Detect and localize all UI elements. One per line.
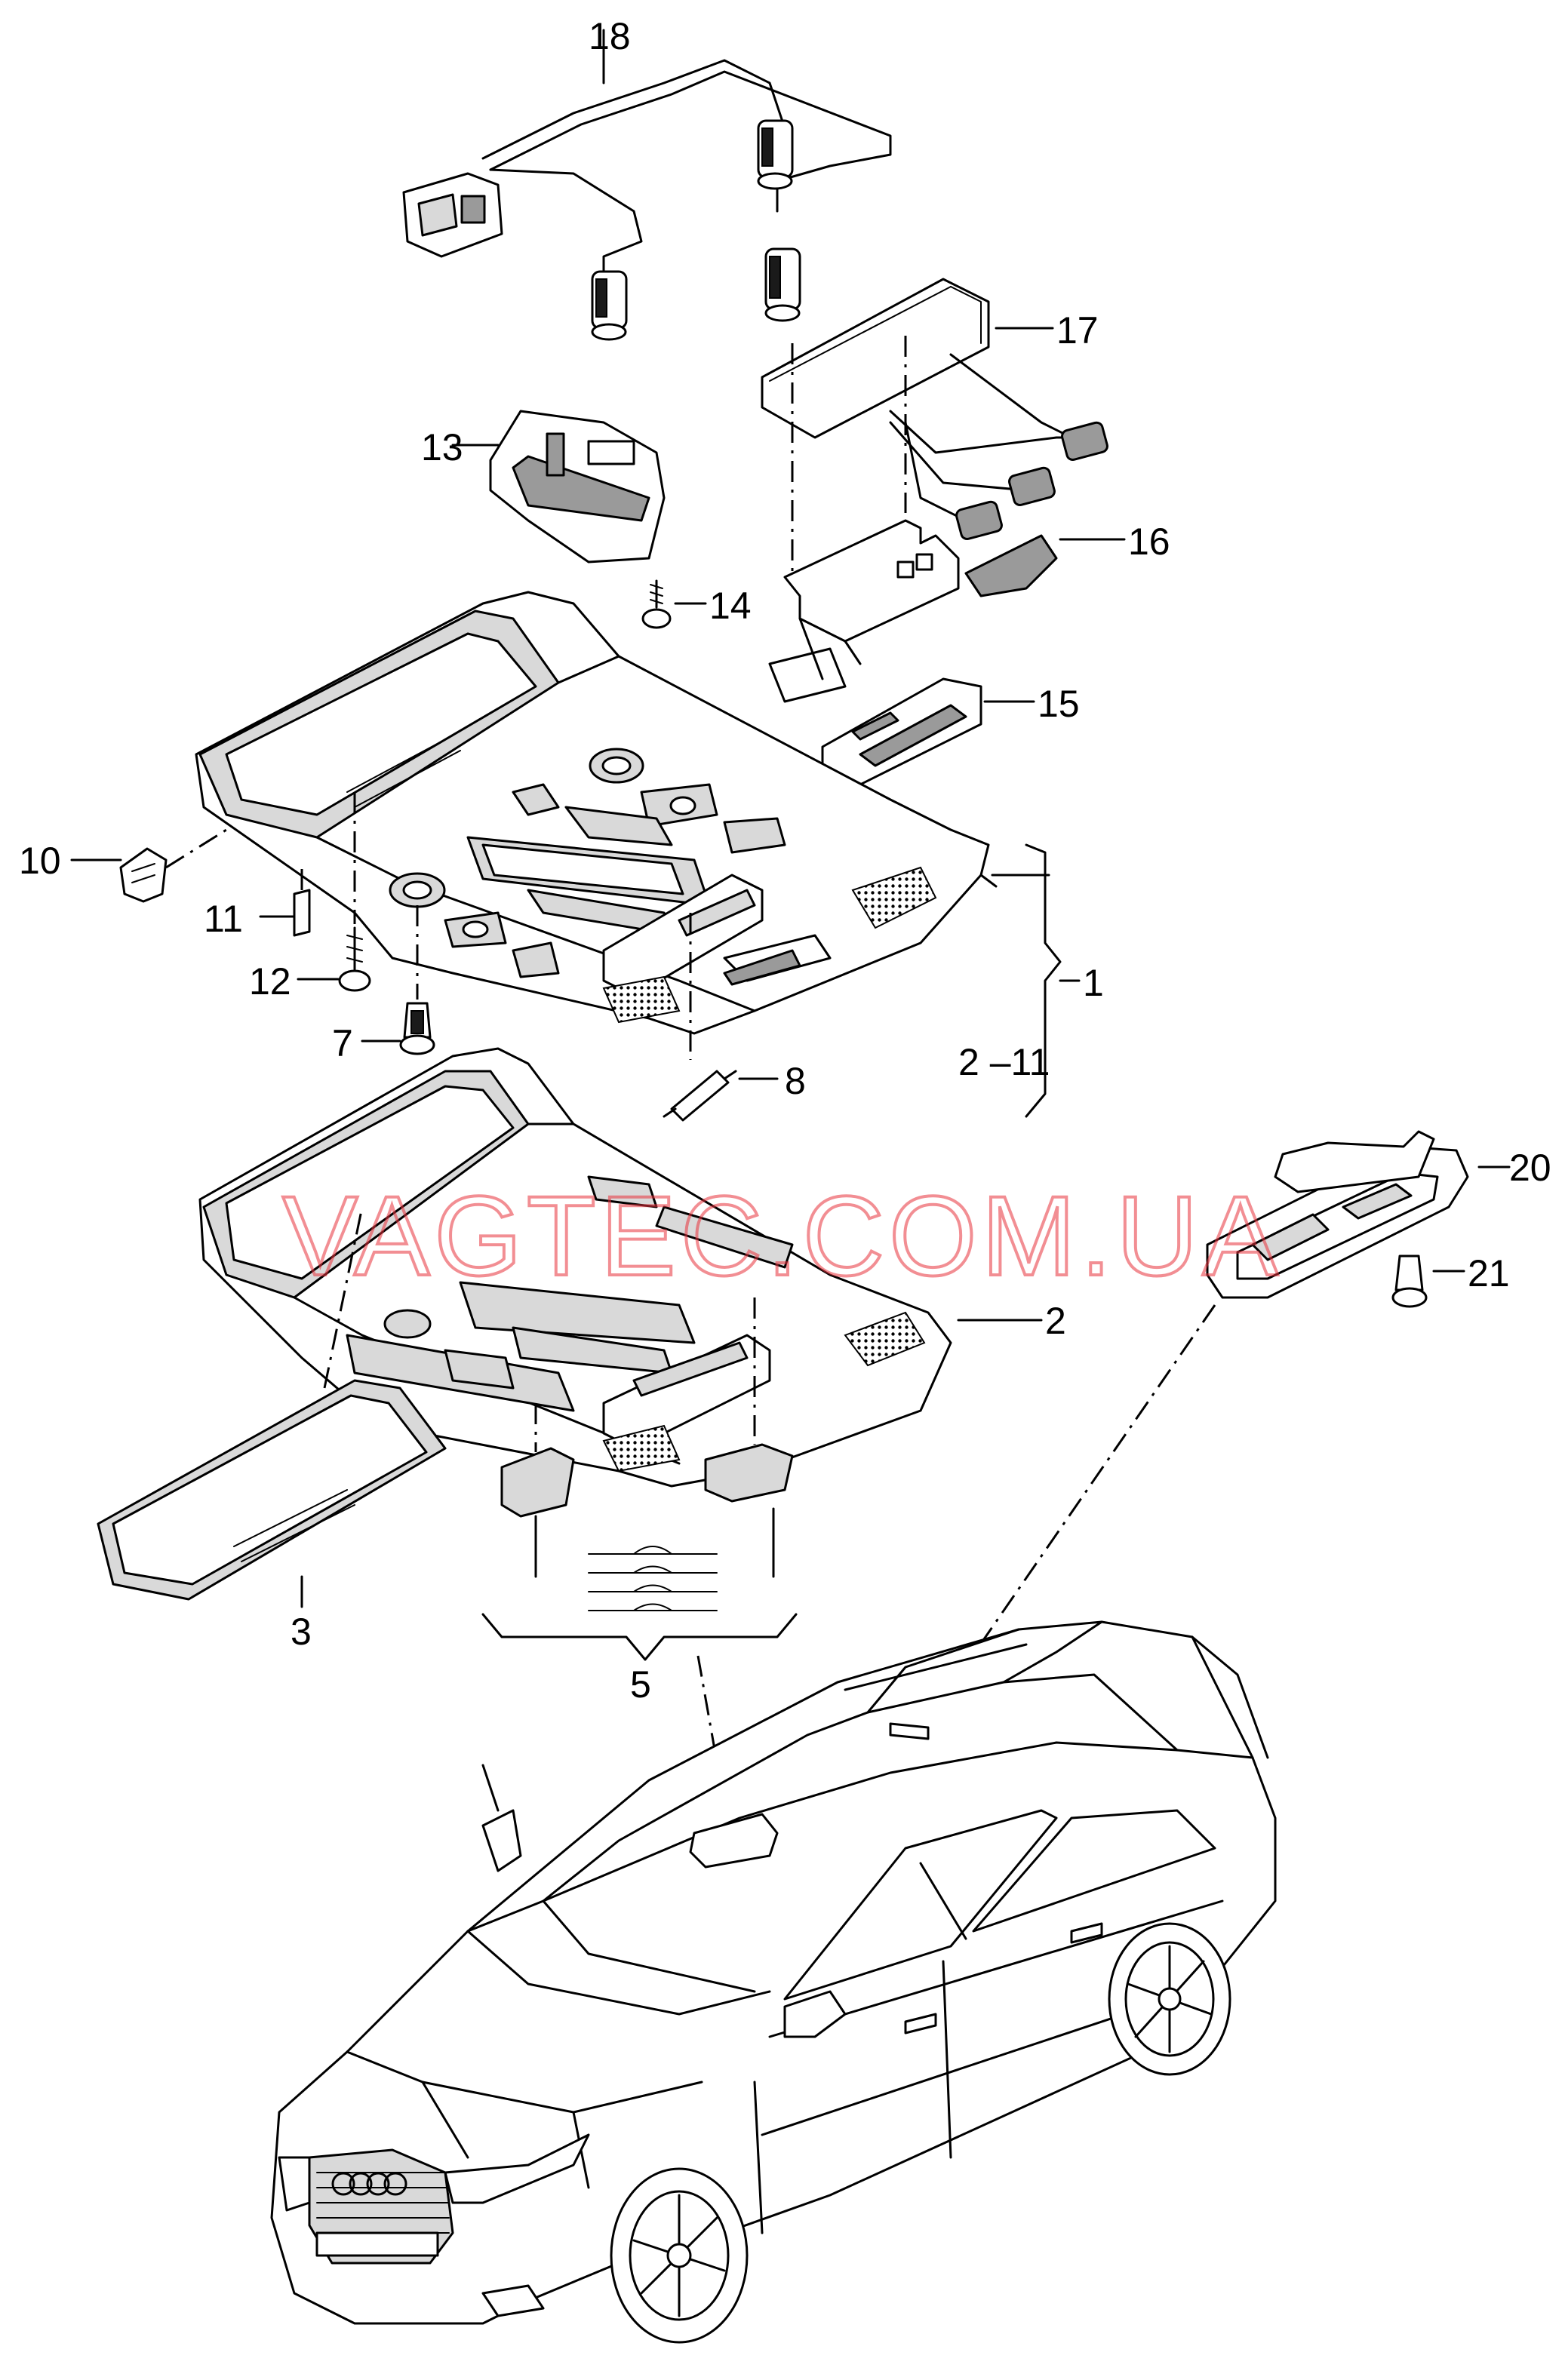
callout-17: 17 xyxy=(1056,309,1099,352)
vehicle-rear-lamp-marker xyxy=(889,1722,930,1740)
control-module-part-17: 17 xyxy=(761,278,1108,541)
console-housing-part-2: 2 xyxy=(198,1047,1066,1488)
callout-1: 1 xyxy=(1083,962,1104,1004)
callout-20: 20 xyxy=(1509,1147,1551,1189)
bracket-group-1: 1 2 –11 xyxy=(958,843,1104,1118)
festoon-bulb-part-8: 8 xyxy=(663,913,806,1122)
callout-15: 15 xyxy=(1038,683,1080,725)
bulb-part-21: 21 xyxy=(1391,1252,1510,1308)
console-buttons-upper xyxy=(512,748,786,854)
callout-8: 8 xyxy=(785,1060,806,1102)
speaker-grille-left xyxy=(602,975,681,1024)
callout-5: 5 xyxy=(630,1663,651,1706)
bulb-socket-b xyxy=(591,270,628,341)
roof-console-assembly xyxy=(195,591,1050,1035)
bulb-socket-c xyxy=(764,247,801,322)
reading-lamp-part-13: 13 xyxy=(421,410,666,564)
callout-13: 13 xyxy=(421,426,463,468)
speaker-grille-part-2-left xyxy=(602,1424,681,1473)
harness-connector xyxy=(402,172,503,258)
callout-14: 14 xyxy=(709,585,752,627)
wiring-harness-part-18: 18 xyxy=(402,15,892,341)
callout-21: 21 xyxy=(1468,1252,1510,1294)
vehicle-roof-console-marker xyxy=(689,1813,779,1869)
pads-part-5: 5 xyxy=(481,1297,798,1706)
clip-part-11: 11 xyxy=(204,868,311,940)
bulb-socket-a xyxy=(757,119,794,190)
callout-12: 12 xyxy=(249,960,291,1003)
bulb-part-7: 7 xyxy=(332,905,435,1064)
front-wheel xyxy=(610,2167,749,2344)
callout-2-11: 2 –11 xyxy=(958,1041,1050,1083)
screw-part-14: 14 xyxy=(641,579,752,629)
callout-16: 16 xyxy=(1128,521,1170,563)
callout-11: 11 xyxy=(204,898,243,940)
speaker-grille-right xyxy=(851,866,937,929)
callout-18: 18 xyxy=(589,15,631,57)
rear-wheel xyxy=(1108,1922,1231,2076)
assembly-line-rear-lamp xyxy=(927,1304,1216,1721)
cover-part-3: 3 xyxy=(97,1206,447,1653)
screw-part-12: 12 xyxy=(249,792,371,1003)
callout-3: 3 xyxy=(291,1611,312,1653)
callout-7: 7 xyxy=(332,1022,353,1064)
bracket-part-16: 16 xyxy=(768,519,1170,703)
emblem-rings xyxy=(331,2172,407,2196)
rear-lamp-part-20: 20 xyxy=(1206,1130,1551,1299)
clip-part-10: 10 xyxy=(19,828,227,903)
callout-10: 10 xyxy=(19,840,61,882)
callout-2: 2 xyxy=(1045,1300,1066,1342)
switch-module-part-15: 15 xyxy=(821,677,1080,786)
speaker-grille-part-2-right xyxy=(844,1311,926,1367)
watermark-text: VAGTEC.COM.UA xyxy=(282,1172,1282,1299)
assembly-line-front-console xyxy=(696,1655,730,1826)
vehicle-illustration xyxy=(270,1620,1277,2344)
